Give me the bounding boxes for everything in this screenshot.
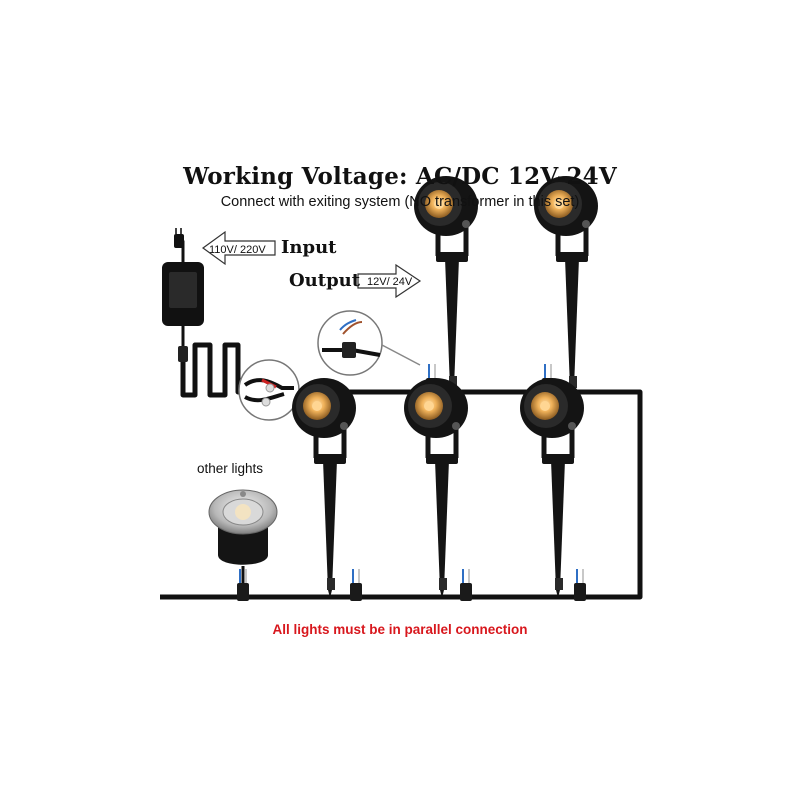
- spotlight-icon: [292, 378, 356, 598]
- input-voltage: 110V/ 220V: [209, 244, 266, 256]
- plug-icon: [174, 228, 184, 248]
- other-lights-label: other lights: [197, 461, 263, 476]
- connector-zoom-icon: [318, 311, 420, 375]
- page-title: Working Voltage: AC/DC 12V-24V: [0, 163, 800, 190]
- subtitle: Connect with exiting system (NO transfor…: [0, 194, 800, 210]
- inground-light-icon: [209, 490, 277, 585]
- wire-splice-icon: [239, 360, 299, 420]
- cable-connector: [574, 569, 586, 601]
- parallel-connection-note: All lights must be in parallel connectio…: [0, 622, 800, 637]
- cable-connector: [350, 569, 362, 601]
- spotlight-icon: [404, 378, 468, 598]
- input-label: Input: [281, 237, 337, 258]
- cable-connector: [460, 569, 472, 601]
- output-label: Output: [289, 270, 360, 291]
- spotlight-icon: [520, 378, 584, 598]
- output-voltage: 12V/ 24V: [367, 276, 412, 288]
